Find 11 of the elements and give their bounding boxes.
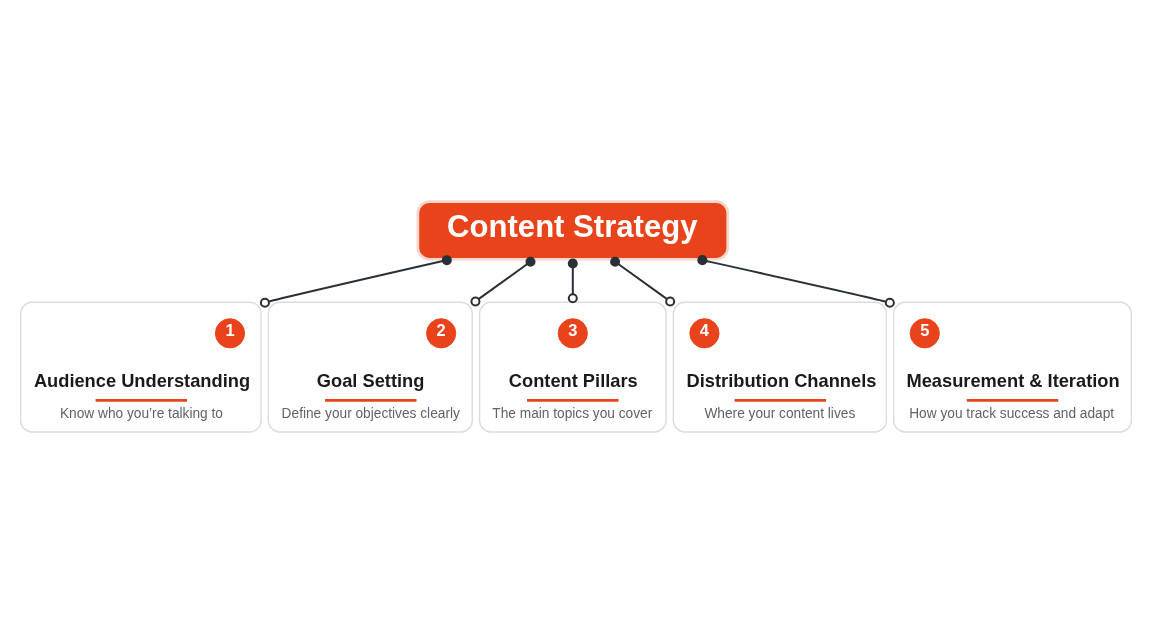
connector — [567, 258, 578, 303]
connector — [697, 254, 895, 308]
node-circle: 2 — [426, 317, 457, 348]
node-circle: 1 — [214, 317, 246, 348]
node-circle: 4 — [689, 317, 720, 348]
connector — [259, 254, 452, 308]
node-circle: 3 — [557, 317, 588, 348]
connector — [610, 256, 676, 306]
node-circle: 5 — [909, 317, 940, 348]
node-box: Content Strategy — [416, 199, 730, 261]
connector — [470, 256, 536, 306]
